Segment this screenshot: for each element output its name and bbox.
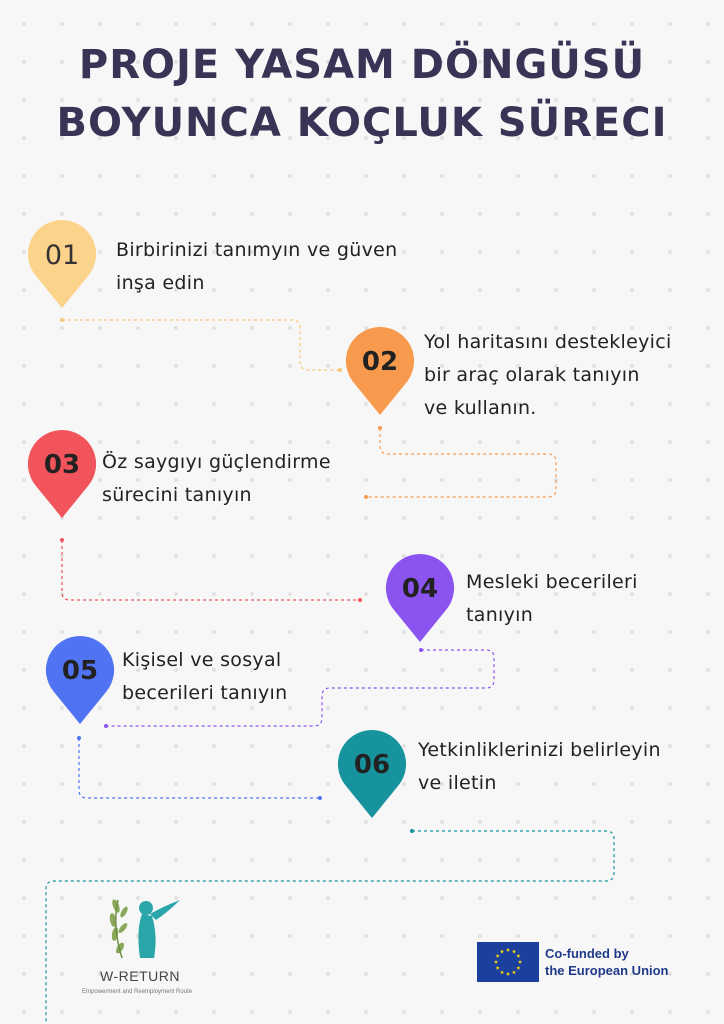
map-pin-icon xyxy=(337,729,407,818)
page-title-line-1: PROJE YASAM DÖNGÜSÜ xyxy=(78,42,646,88)
step-text-line: Birbirinizi tanımyın ve güven xyxy=(116,239,398,261)
step-text-line: sürecini tanıyın xyxy=(102,484,252,506)
step-text-line: Yetkinliklerinizi belirleyin xyxy=(418,739,661,761)
eu-star xyxy=(499,970,505,975)
step-text-line: ve kullanın. xyxy=(424,397,537,419)
eu-star xyxy=(495,965,500,970)
page-title-line-2: BOYUNCA KOÇLUK SÜRECI xyxy=(56,100,668,146)
map-pin-icon xyxy=(27,219,97,308)
step-text-line: Yol haritasını destekleyici xyxy=(424,331,672,353)
logo-name: W-RETURN xyxy=(100,968,180,984)
step-text-line: ve iletin xyxy=(418,772,497,794)
eu-star xyxy=(517,959,523,964)
step-03: 03 xyxy=(26,428,98,520)
map-pin-icon xyxy=(345,326,415,415)
eu-star xyxy=(499,949,505,954)
step-number: 06 xyxy=(353,750,391,780)
step-number: 04 xyxy=(401,574,439,604)
step-02: 02 xyxy=(344,325,416,417)
step-05: 05 xyxy=(44,634,116,726)
step-01-text: Birbirinizi tanımyın ve güven inşa edin xyxy=(116,234,436,300)
step-text-line: bir araç olarak tanıyın xyxy=(424,364,640,386)
eu-cofunded-text: Co-funded by the European Union xyxy=(545,945,669,979)
connector-01-02 xyxy=(62,319,340,371)
step-text-line: tanıyın xyxy=(466,604,534,626)
step-number: 03 xyxy=(43,450,81,480)
step-text-line: Öz saygıyı güçlendirme xyxy=(102,451,331,473)
step-text-line: becerileri tanıyın xyxy=(122,682,288,704)
step-number: 01 xyxy=(44,240,80,271)
map-pin-icon xyxy=(45,635,115,724)
eu-star xyxy=(516,965,521,970)
step-04: 04 xyxy=(384,552,456,644)
w-return-logo-icon xyxy=(109,899,180,959)
map-pin-icon xyxy=(385,553,455,642)
eu-star xyxy=(495,953,500,958)
step-text-line: Mesleki becerileri xyxy=(466,571,638,593)
connector-05-06 xyxy=(78,738,320,799)
eu-text-line-1: Co-funded by xyxy=(545,946,629,961)
connector-06-end xyxy=(45,830,615,1024)
step-06-text: Yetkinliklerinizi belirleyin ve iletin xyxy=(418,734,718,800)
step-03-text: Öz saygıyı güçlendirme sürecini tanıyın xyxy=(102,446,422,512)
step-number: 05 xyxy=(61,656,99,686)
eu-star xyxy=(516,953,521,958)
step-01: 01 xyxy=(26,218,98,310)
step-number: 02 xyxy=(361,347,399,377)
eu-text-line-2: the European Union xyxy=(545,963,669,978)
eu-star xyxy=(505,971,511,976)
step-06: 06 xyxy=(336,728,408,820)
eu-star xyxy=(505,947,511,952)
logo-tagline: Empowerment and Reemployment Route xyxy=(82,989,193,995)
step-05-text: Kişisel ve sosyal becerileri tanıyın xyxy=(122,644,372,710)
eu-star xyxy=(493,959,499,964)
eu-star xyxy=(511,949,517,954)
connector-03-04 xyxy=(61,540,360,601)
step-02-text: Yol haritasını destekleyici bir araç ola… xyxy=(424,326,724,425)
step-text-line: Kişisel ve sosyal xyxy=(122,649,282,671)
step-04-text: Mesleki becerileri tanıyın xyxy=(466,566,716,632)
eu-star xyxy=(511,970,517,975)
map-pin-icon xyxy=(27,429,97,518)
step-text-line: inşa edin xyxy=(116,272,205,294)
connector-04-05 xyxy=(106,649,495,727)
eu-flag-icon xyxy=(477,942,539,982)
